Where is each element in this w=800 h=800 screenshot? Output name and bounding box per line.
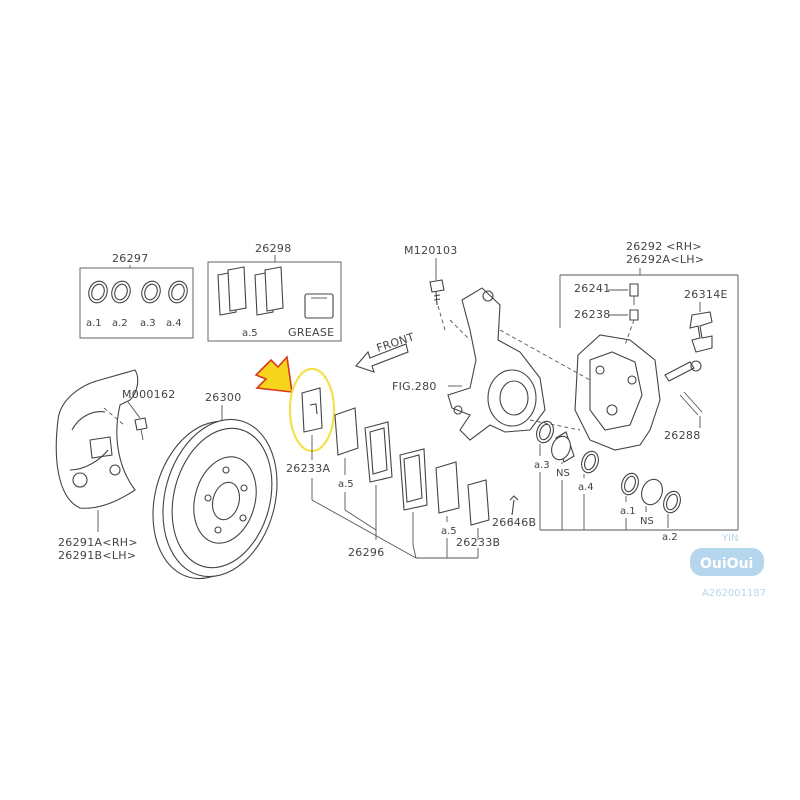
label-ns-1: NS <box>556 468 570 479</box>
seal-ring-a2 <box>111 280 131 304</box>
seal-ring-a3 <box>141 280 161 304</box>
label-26292-rh[interactable]: 26292 <RH> <box>626 240 702 253</box>
label-26296[interactable]: 26296 <box>348 546 385 559</box>
label-seal-a4: a.4 <box>578 482 594 493</box>
label-26291b[interactable]: 26291B<LH> <box>58 549 136 562</box>
label-26646b[interactable]: 26646B <box>492 516 536 529</box>
brake-rotor-26300: 26300 <box>152 391 278 580</box>
label-front: FRONT <box>375 330 416 354</box>
seal-ring-a4 <box>168 280 188 304</box>
watermark-id: A262001187 <box>702 588 766 599</box>
shim-26233a: 26233A <box>286 387 330 500</box>
label-m120103[interactable]: M120103 <box>404 244 458 257</box>
watermark-brand: OuiOui <box>700 556 753 572</box>
label-26233b[interactable]: 26233B <box>456 536 500 549</box>
label-a2: a.2 <box>112 318 128 329</box>
bolt-m000162: M000162 <box>103 388 176 441</box>
label-m000162[interactable]: M000162 <box>122 388 176 401</box>
seal-ring-a1 <box>88 280 108 304</box>
label-a5-right: a.5 <box>441 526 457 537</box>
caliper-assembly-26292: 26292 <RH> 26292A<LH> 26241 26238 26314E… <box>534 240 739 543</box>
label-a5-kit: a.5 <box>242 328 258 339</box>
label-a4: a.4 <box>166 318 182 329</box>
label-a3: a.3 <box>140 318 156 329</box>
label-seal-a3: a.3 <box>534 460 550 471</box>
label-seal-a2: a.2 <box>662 532 678 543</box>
watermark-small: YIN <box>721 533 739 544</box>
seal-kit-26297: 26297 a.1 a.2 a.3 a.4 <box>79 252 194 339</box>
label-ns-2: NS <box>640 516 654 527</box>
label-26298[interactable]: 26298 <box>255 242 292 255</box>
label-26314e[interactable]: 26314E <box>684 288 728 301</box>
label-26292a-lh[interactable]: 26292A<LH> <box>626 253 704 266</box>
label-26238[interactable]: 26238 <box>574 308 611 321</box>
bolt-m120103: M120103 <box>404 244 458 331</box>
label-a1: a.1 <box>86 318 102 329</box>
label-26241[interactable]: 26241 <box>574 282 611 295</box>
label-grease: GREASE <box>288 326 334 339</box>
steering-knuckle: FIG.280 <box>392 287 591 441</box>
grease-packet <box>304 293 334 319</box>
label-a5-left: a.5 <box>338 479 354 490</box>
label-seal-a1: a.1 <box>620 506 636 517</box>
label-26291a[interactable]: 26291A<RH> <box>58 536 138 549</box>
pads-group: a.5 a.5 26296 26233B 26646B <box>311 407 536 559</box>
shim-kit-26298: 26298 a.5 GREASE <box>207 242 342 342</box>
dust-cover: 26291A<RH> 26291B<LH> <box>55 369 139 562</box>
label-26300[interactable]: 26300 <box>205 391 242 404</box>
highlight-arrow <box>254 355 293 393</box>
label-fig280[interactable]: FIG.280 <box>392 380 437 393</box>
label-26288[interactable]: 26288 <box>664 429 701 442</box>
label-26233a[interactable]: 26233A <box>286 462 330 475</box>
label-26297[interactable]: 26297 <box>112 252 149 265</box>
front-direction-arrow: FRONT <box>355 330 416 373</box>
watermark: YIN OuiOui A262001187 <box>690 533 766 599</box>
